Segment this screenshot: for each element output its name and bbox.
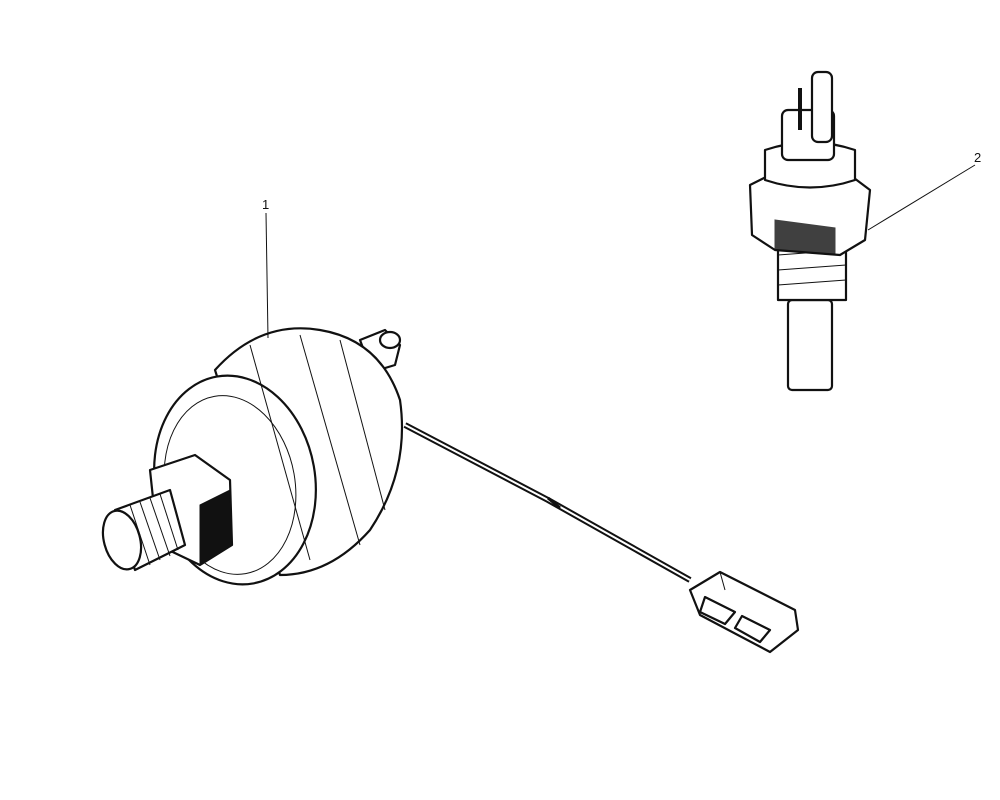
threaded-stem — [101, 488, 187, 572]
callout-2-label: 2 — [974, 150, 981, 165]
sender-wire — [403, 422, 692, 583]
callout-2-leader — [867, 164, 976, 231]
callout-1-label: 1 — [262, 197, 269, 212]
pressure-sender — [101, 327, 800, 654]
callout-1-leader — [265, 212, 269, 339]
wire-connector — [688, 570, 800, 654]
temperature-sender — [748, 70, 872, 392]
